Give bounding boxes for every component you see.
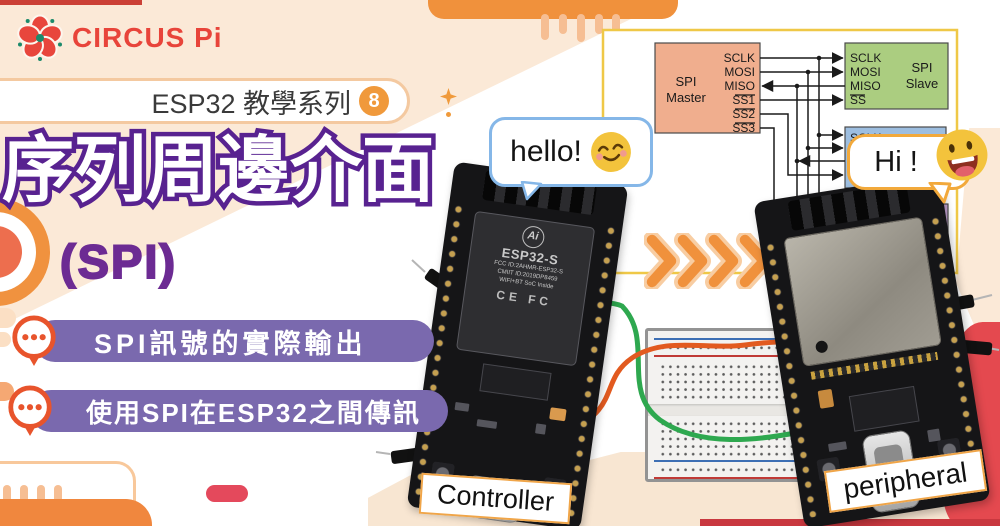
active-low-overlines bbox=[735, 94, 755, 124]
esp32-s-module: Ai ESP32-S FCC ID:2AHMR-ESP32-S CMIIT ID… bbox=[455, 210, 596, 367]
series-number-badge: 8 bbox=[359, 86, 389, 116]
sparkle-icon bbox=[440, 88, 457, 105]
orange-drip bbox=[541, 14, 549, 40]
page-title: 序列周邊介面 bbox=[0, 127, 439, 216]
resistor bbox=[454, 401, 470, 412]
orange-stub bbox=[54, 485, 62, 508]
orange-drip bbox=[612, 14, 620, 40]
breadboard-holes bbox=[657, 418, 799, 458]
ai-thinker-logo: Ai bbox=[520, 224, 546, 250]
hi-text: Hi ! bbox=[874, 145, 918, 178]
edge-stripe bbox=[0, 332, 11, 347]
hello-bubble-tail bbox=[520, 181, 543, 201]
breadboard-center-channel bbox=[648, 404, 808, 416]
shield-dot bbox=[814, 339, 829, 354]
orange-stub bbox=[20, 485, 28, 508]
hi-speech-bubble: Hi ! bbox=[847, 129, 988, 190]
orange-drip bbox=[595, 14, 603, 34]
hello-speech-bubble: hello! bbox=[489, 117, 653, 187]
hello-text: hello! bbox=[510, 135, 582, 168]
svg-text:MOSI: MOSI bbox=[850, 65, 881, 79]
brand-name: CIRCUS Pi bbox=[72, 22, 223, 53]
target-circle-inner bbox=[0, 226, 22, 278]
topic-banner-1: SPI訊號的實際輸出 bbox=[34, 320, 434, 362]
svg-text:SS1: SS1 bbox=[732, 93, 755, 107]
laughing-emoji-icon bbox=[936, 129, 988, 181]
svg-text:SPI: SPI bbox=[676, 74, 697, 89]
bottom-left-orange-block bbox=[0, 499, 152, 526]
svg-text:SS2: SS2 bbox=[732, 107, 755, 121]
svg-text:MOSI: MOSI bbox=[724, 65, 755, 79]
svg-text:Slave: Slave bbox=[906, 76, 939, 91]
sparkle-dot bbox=[446, 112, 451, 117]
svg-text:SCLK: SCLK bbox=[850, 51, 881, 65]
chat-bubble-icon bbox=[8, 385, 52, 437]
topic-banner-2: 使用SPI在ESP32之間傳訊 bbox=[30, 390, 448, 432]
soc-chip bbox=[848, 385, 920, 432]
breadboard-holes bbox=[657, 361, 799, 403]
capacitor bbox=[817, 388, 835, 409]
resistor bbox=[828, 441, 848, 452]
spi-master-box: SPI Master SCLK MOSI MISO SS1 SS2 SS3 bbox=[654, 42, 761, 135]
chat-bubble-icon bbox=[12, 315, 56, 367]
page-subtitle: (SPI) bbox=[59, 234, 178, 289]
chevron-arrows bbox=[644, 233, 773, 289]
series-badge-label: ESP32 教學系列 bbox=[151, 88, 351, 119]
breadboard-rail-line bbox=[654, 460, 802, 462]
regulator bbox=[535, 423, 547, 435]
circus-pi-flower-icon bbox=[17, 14, 63, 61]
svg-text:Master: Master bbox=[666, 90, 706, 105]
topic-1-label: SPI訊號的實際輸出 bbox=[94, 328, 367, 359]
red-bottom-strip bbox=[700, 519, 1000, 526]
series-badge: ESP32 教學系列 8 bbox=[0, 78, 410, 124]
svg-text:SS: SS bbox=[850, 93, 866, 107]
resistor bbox=[476, 419, 498, 429]
orange-drip bbox=[559, 14, 567, 34]
orange-drip bbox=[577, 14, 585, 42]
breadboard-rail-line bbox=[654, 477, 802, 479]
usb-uart-chip bbox=[479, 363, 552, 401]
hi-bubble-tail bbox=[928, 182, 952, 204]
svg-text:SS3: SS3 bbox=[732, 121, 755, 135]
junction-dots bbox=[794, 55, 822, 164]
svg-text:MISO: MISO bbox=[850, 79, 881, 93]
edge-stripe bbox=[0, 382, 14, 401]
red-pill-decoration bbox=[206, 485, 248, 502]
capacitor bbox=[549, 407, 567, 422]
svg-text:SPI: SPI bbox=[912, 60, 933, 75]
wrover-metal-shield bbox=[783, 216, 942, 367]
relaxed-smile-emoji-icon bbox=[590, 132, 631, 172]
topic-2-label: 使用SPI在ESP32之間傳訊 bbox=[86, 397, 421, 428]
svg-text:SCLK: SCLK bbox=[724, 51, 755, 65]
breadboard-holes bbox=[657, 464, 799, 475]
orange-top-bar bbox=[428, 0, 678, 19]
svg-text:MISO: MISO bbox=[724, 79, 755, 93]
edge-stripe bbox=[0, 308, 16, 328]
red-top-bar bbox=[0, 0, 142, 5]
spi-slave1-box: SCLK MOSI MISO SS SPI Slave bbox=[844, 42, 949, 110]
